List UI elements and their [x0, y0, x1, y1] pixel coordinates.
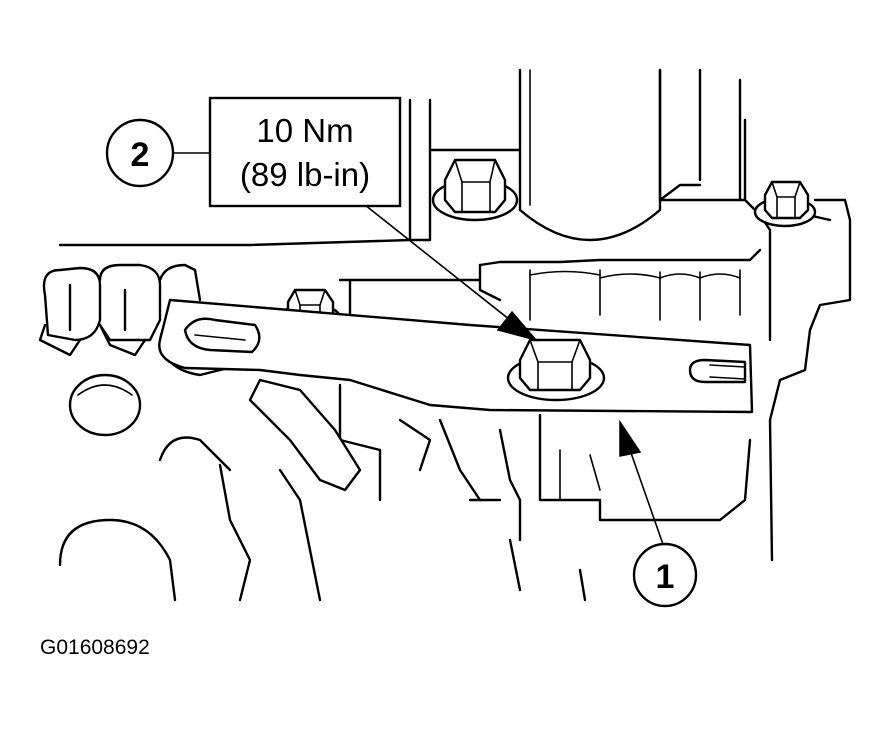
torque-spec-line1: 10 Nm [256, 112, 353, 149]
top-right-bolt [753, 180, 817, 228]
callout-2: 2 [105, 118, 211, 188]
bracket [158, 298, 754, 414]
top-center-bolt [431, 158, 519, 222]
callout-2-number: 2 [131, 136, 150, 174]
housing-outline [58, 68, 852, 602]
callout-1: 1 [632, 542, 698, 608]
torque-leader-arrow [364, 204, 539, 342]
torque-spec-box: 10 Nm (89 lb-in) [208, 96, 402, 208]
figure-id: G01608692 [40, 636, 150, 659]
bracket-bolt [506, 338, 606, 402]
bracket-leader-arrow [619, 419, 666, 551]
left-connector [38, 263, 202, 357]
cylinder-housing [518, 68, 662, 242]
round-plug [68, 373, 142, 437]
torque-spec-line2: (89 lb-in) [240, 156, 370, 193]
callout-1-number: 1 [656, 558, 675, 596]
